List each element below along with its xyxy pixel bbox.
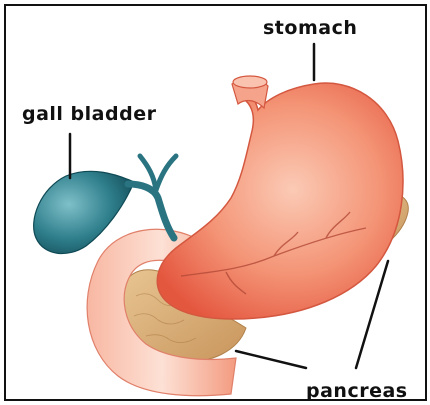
stomach (157, 83, 403, 319)
pancreas-label: pancreas (306, 380, 408, 401)
diagram-frame: stomach gall bladder pancreas (4, 4, 427, 401)
digestive-organs-illustration (6, 6, 425, 399)
gall-bladder-label: gall bladder (22, 103, 156, 125)
stomach-label: stomach (263, 17, 357, 39)
bile-ducts (128, 156, 176, 238)
